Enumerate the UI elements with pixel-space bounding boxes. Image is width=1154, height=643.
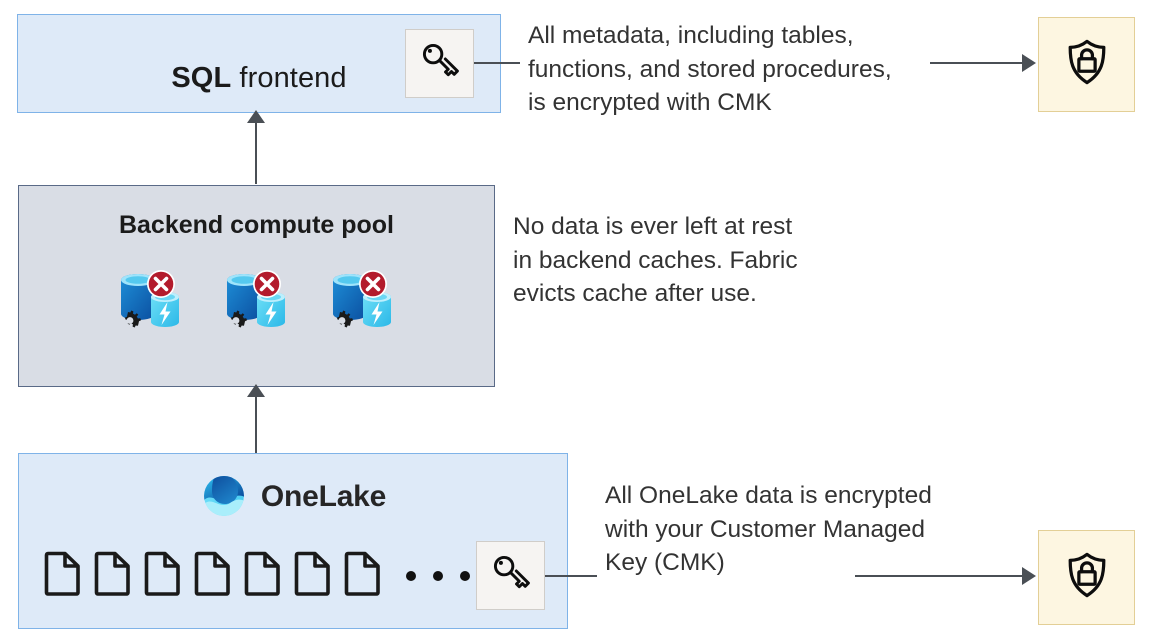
backend-compute-pool-box: Backend compute pool	[18, 185, 495, 387]
key-icon	[489, 551, 533, 600]
connector-note-to-shield-bottom	[855, 575, 1022, 577]
onelake-title: OneLake	[260, 479, 387, 513]
dot	[433, 570, 443, 581]
note-onelake-cmk: All OneLake data is encrypted with your …	[605, 482, 932, 576]
onelake-key-chip	[476, 541, 545, 610]
arrowhead-shield-bottom	[1022, 567, 1036, 585]
connector-sql-key-to-note	[474, 62, 520, 64]
onelake-brand: OneLake	[19, 470, 567, 523]
connector-onelake-to-pool	[255, 396, 257, 453]
arrowhead-shield-top	[1022, 54, 1036, 72]
shield-lock-icon	[1061, 36, 1113, 93]
sql-frontend-key-chip	[405, 29, 474, 98]
file-icon	[43, 549, 83, 602]
sql-frontend-title-rest: frontend	[231, 62, 347, 94]
onelake-file-row	[43, 549, 533, 602]
shield-chip-bottom	[1038, 530, 1135, 625]
connector-pool-to-sql	[255, 122, 257, 184]
dot	[460, 570, 470, 581]
sql-frontend-title: SQL frontend	[18, 62, 500, 95]
file-icon	[93, 549, 133, 602]
note-no-data-at-rest: No data is ever left at rest in backend …	[513, 213, 798, 307]
compute-node-row	[19, 266, 494, 340]
compute-node-evicted-icon	[217, 266, 297, 340]
connector-note-to-shield-top	[930, 62, 1022, 64]
onelake-logo-icon	[200, 470, 248, 523]
ellipsis-dots	[406, 570, 470, 581]
shield-chip-top	[1038, 17, 1135, 112]
compute-node-evicted-icon	[111, 266, 191, 340]
connector-onelake-key-to-note	[545, 575, 597, 577]
arrowhead-pool-to-sql	[247, 110, 265, 123]
backend-compute-pool-title: Backend compute pool	[118, 211, 395, 239]
shield-lock-icon	[1061, 549, 1113, 606]
file-icon	[193, 549, 233, 602]
file-icon	[343, 549, 383, 602]
sql-frontend-title-bold: SQL	[171, 62, 232, 94]
compute-node-evicted-icon	[323, 266, 403, 340]
file-icon	[143, 549, 183, 602]
file-icon	[243, 549, 283, 602]
key-icon	[418, 39, 462, 88]
arrowhead-onelake-to-pool	[247, 384, 265, 397]
file-icon	[293, 549, 333, 602]
note-metadata-cmk: All metadata, including tables, function…	[528, 22, 892, 116]
dot	[406, 570, 416, 581]
